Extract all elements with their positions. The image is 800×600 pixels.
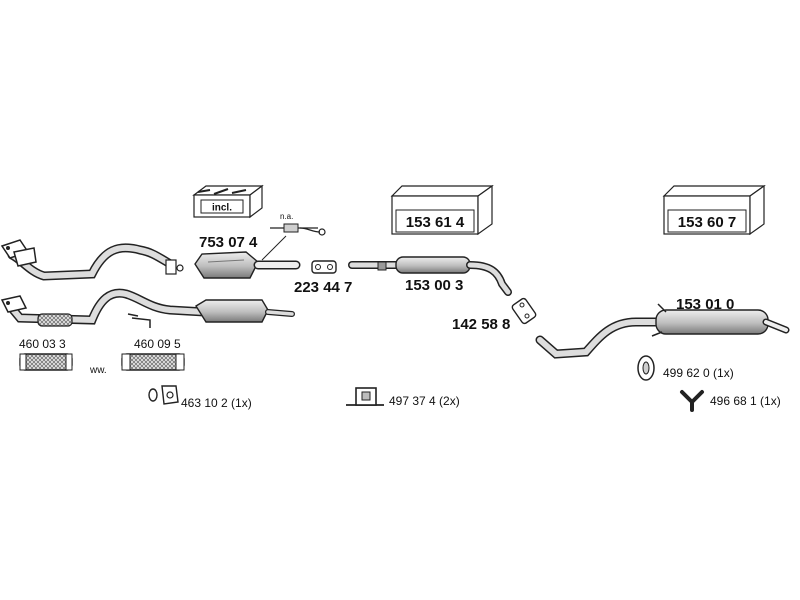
box-153614-number: 153 61 4 — [406, 214, 465, 231]
label-142588: 142 58 8 — [452, 316, 510, 333]
label-na: n.a. — [280, 212, 293, 221]
clamp-142588 — [511, 297, 537, 325]
label-499620: 499 62 0 (1x) — [663, 366, 734, 380]
label-460095: 460 09 5 — [134, 337, 181, 351]
box-153607-number: 153 60 7 — [678, 214, 736, 231]
clamp-223447 — [311, 260, 337, 274]
gasket-463102 — [148, 385, 179, 405]
front-pipe-lower — [0, 288, 295, 328]
bracket-496681 — [680, 390, 704, 412]
label-223447: 223 44 7 — [294, 279, 352, 296]
rear-silencer-153010 — [535, 303, 790, 359]
label-496681: 496 68 1 (1x) — [710, 394, 781, 408]
rubber-hanger-499620 — [637, 355, 655, 381]
label-153010: 153 01 0 — [676, 296, 734, 313]
middle-silencer-153003 — [348, 256, 512, 296]
front-pipe-upper — [0, 239, 184, 281]
label-460033: 460 03 3 — [19, 337, 66, 351]
label-153003: 153 00 3 — [405, 277, 463, 294]
flex-pipe-460095 — [121, 353, 185, 371]
label-753074: 753 07 4 — [199, 234, 258, 251]
label-497374: 497 37 4 (2x) — [389, 394, 460, 408]
rubber-mount-497374 — [346, 387, 384, 406]
box-153614: 153 61 4 — [390, 184, 494, 236]
label-ww: ww. — [89, 365, 107, 376]
box-153607: 153 60 7 — [662, 184, 766, 236]
catalytic-converter-753074 — [194, 235, 301, 279]
flex-pipe-460033 — [19, 353, 73, 371]
lambda-sensor — [270, 223, 326, 236]
box-incl-label: incl. — [212, 203, 232, 214]
label-463102: 463 10 2 (1x) — [181, 396, 252, 410]
box-incl: incl. — [192, 184, 264, 219]
